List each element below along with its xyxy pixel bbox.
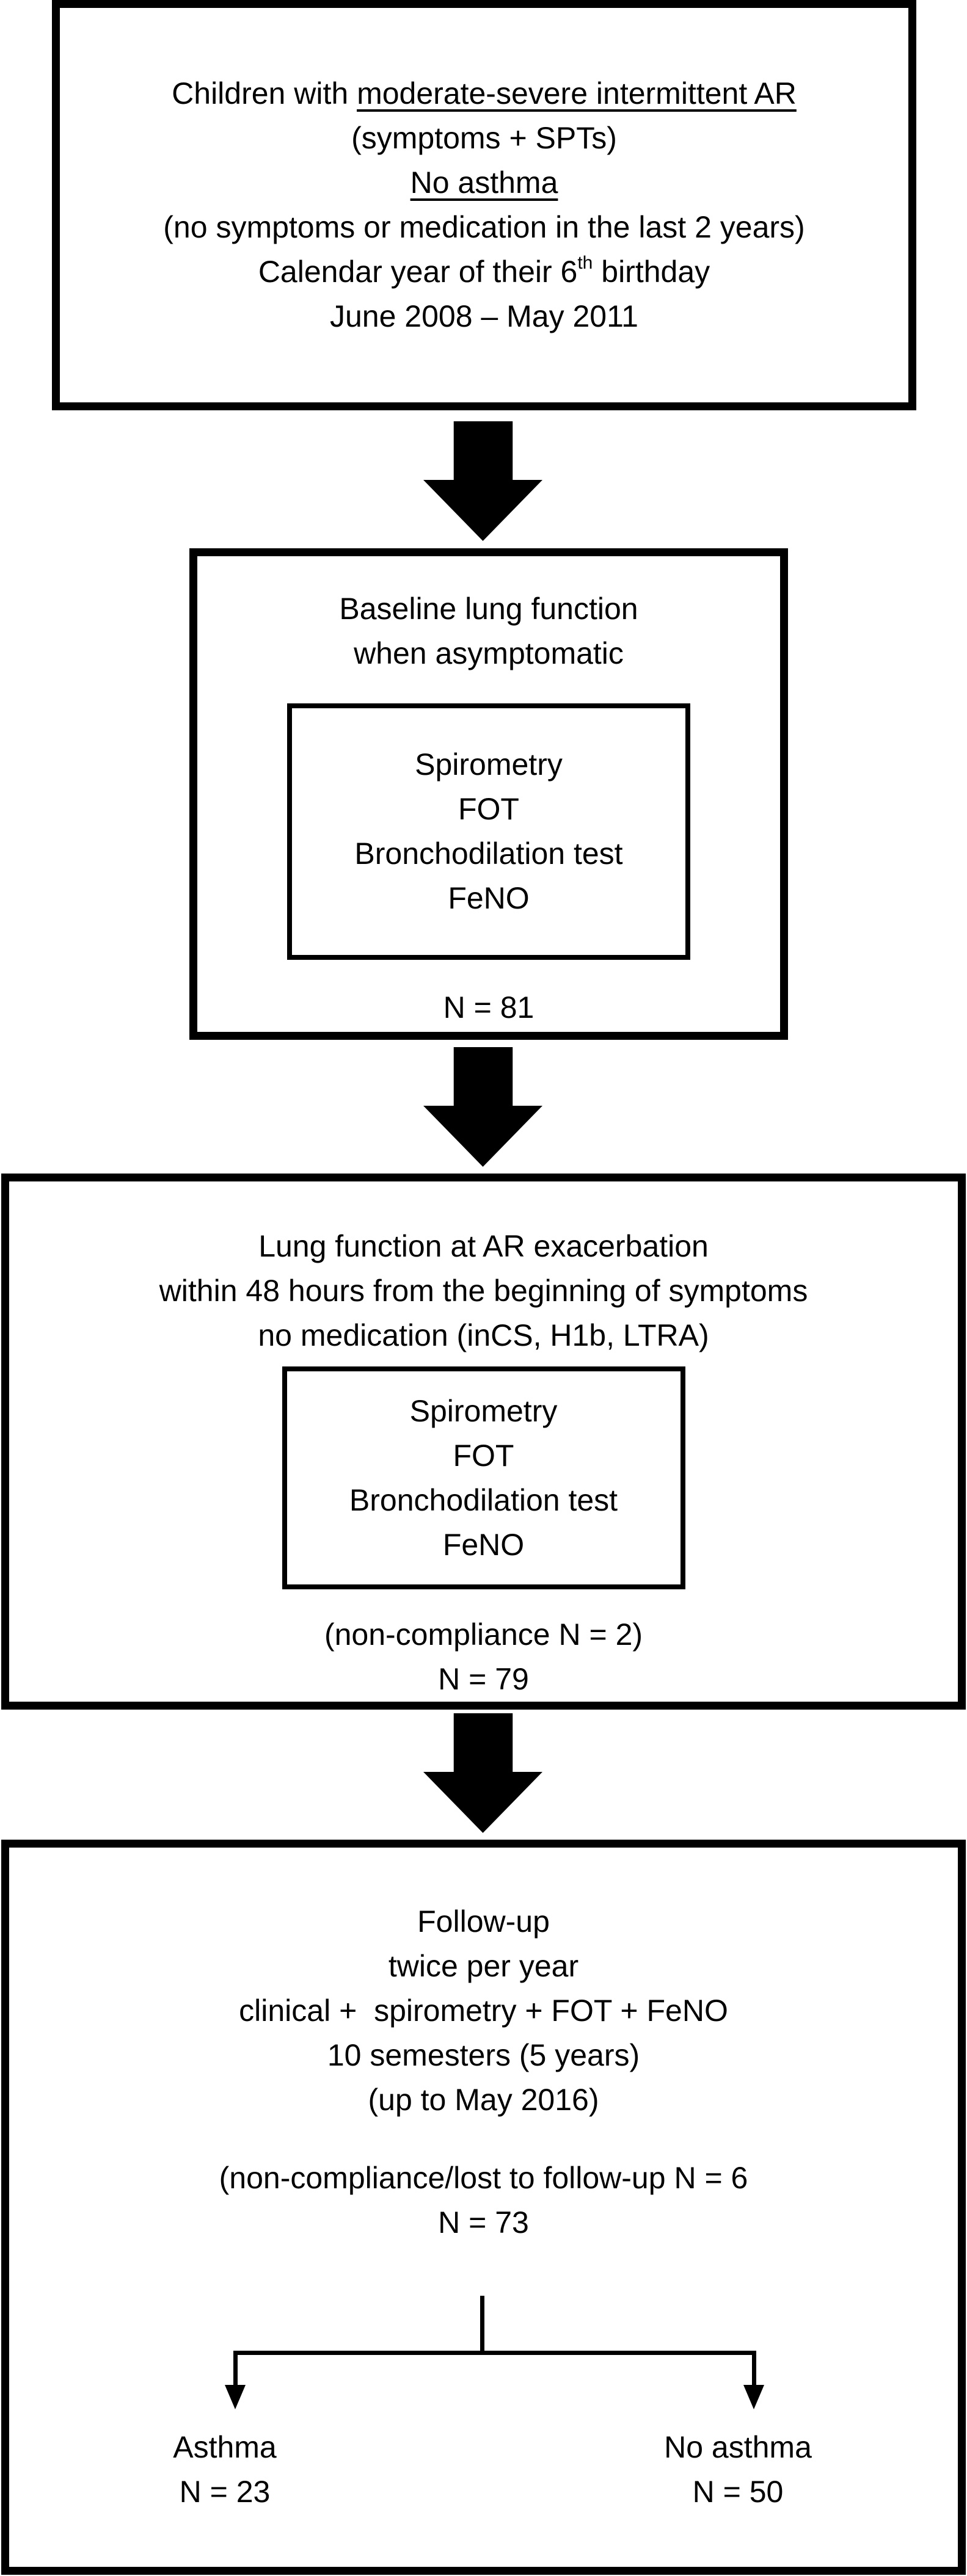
enrollment-line-3: No asthma xyxy=(410,165,558,200)
test-item: Bronchodilation test xyxy=(349,1482,618,1517)
down-block-arrow-1 xyxy=(423,421,542,541)
outcome-no-asthma-n-label: N = 50 xyxy=(692,2475,784,2509)
outcome-no-asthma: No asthma N = 50 xyxy=(610,2425,866,2514)
test-item: Bronchodilation test xyxy=(354,836,623,871)
exacerbation-tests-box: Spirometry FOT Bronchodilation test FeNO xyxy=(282,1366,685,1589)
followup-title-line-3: clinical + spirometry + FOT + FeNO xyxy=(239,1994,728,2028)
followup-title: Follow-up twice per year clinical + spir… xyxy=(239,1899,728,2122)
enrollment-line-5-prefix: Calendar year of their 6 xyxy=(258,255,578,289)
branch-right-drop-line xyxy=(752,2351,756,2386)
enrollment-line-5: Calendar year of their 6th birthday xyxy=(258,250,710,294)
branch-stem-line xyxy=(480,2296,484,2354)
exacerbation-n-block: (non-compliance N = 2) N = 79 xyxy=(324,1613,643,1702)
test-item: FeNO xyxy=(448,881,530,915)
followup-n-block: (non-compliance/lost to follow-up N = 6 … xyxy=(219,2156,748,2245)
test-item: FeNO xyxy=(442,1527,525,1562)
branch-left-drop-line xyxy=(233,2351,238,2386)
enrollment-box: Children with moderate-severe intermitte… xyxy=(52,0,916,410)
exacerbation-title: Lung function at AR exacerbation within … xyxy=(159,1224,808,1358)
outcome-asthma-label: Asthma xyxy=(173,2430,277,2464)
followup-title-line-2: twice per year xyxy=(388,1949,579,1983)
down-block-arrow-3 xyxy=(423,1713,542,1833)
outcome-asthma: Asthma N = 23 xyxy=(97,2425,353,2514)
enrollment-line-6: June 2008 – May 2011 xyxy=(329,299,638,333)
enrollment-line-5-suffix: birthday xyxy=(593,255,710,289)
enrollment-line-4: (no symptoms or medication in the last 2… xyxy=(163,210,805,244)
test-item: Spirometry xyxy=(415,747,563,782)
baseline-title: Baseline lung function when asymptomatic xyxy=(339,587,638,676)
enrollment-line-5-superscript: th xyxy=(577,253,593,273)
baseline-tests-box: Spirometry FOT Bronchodilation test FeNO xyxy=(287,703,690,960)
test-item: FOT xyxy=(458,792,519,826)
followup-n-label: N = 73 xyxy=(438,2205,529,2240)
followup-title-line-5: (up to May 2016) xyxy=(368,2083,599,2117)
branch-horizontal-line xyxy=(233,2351,756,2355)
enrollment-line-1: Children with moderate-severe intermitte… xyxy=(172,71,797,116)
outcome-no-asthma-label: No asthma xyxy=(664,2430,812,2464)
exacerbation-title-line-3: no medication (inCS, H1b, LTRA) xyxy=(258,1318,709,1352)
test-item: FOT xyxy=(453,1438,514,1473)
baseline-box: Baseline lung function when asymptomatic… xyxy=(189,548,788,1040)
exacerbation-box: Lung function at AR exacerbation within … xyxy=(1,1174,966,1710)
right-arrowhead-icon xyxy=(743,2385,764,2409)
followup-box: Follow-up twice per year clinical + spir… xyxy=(1,1840,966,2575)
test-item: Spirometry xyxy=(409,1393,558,1428)
baseline-n-label: N = 81 xyxy=(443,990,535,1025)
baseline-title-line-2: when asymptomatic xyxy=(354,636,624,670)
enrollment-line-2: (symptoms + SPTs) xyxy=(351,121,617,155)
followup-noncompliance-label: (non-compliance/lost to follow-up N = 6 xyxy=(219,2161,748,2195)
baseline-n-block: N = 81 xyxy=(443,985,535,1030)
exacerbation-n-label: N = 79 xyxy=(438,1662,529,1696)
followup-title-line-4: 10 semesters (5 years) xyxy=(327,2038,640,2072)
left-arrowhead-icon xyxy=(225,2385,246,2409)
exacerbation-title-line-2: within 48 hours from the beginning of sy… xyxy=(159,1274,808,1308)
down-block-arrow-2 xyxy=(423,1047,542,1167)
exacerbation-title-line-1: Lung function at AR exacerbation xyxy=(258,1229,709,1263)
enrollment-line-1-prefix: Children with xyxy=(172,76,357,111)
enrollment-line-1-underlined: moderate-severe intermittent AR xyxy=(357,76,797,111)
followup-title-line-1: Follow-up xyxy=(417,1904,550,1939)
exacerbation-noncompliance-label: (non-compliance N = 2) xyxy=(324,1617,643,1652)
outcome-asthma-n-label: N = 23 xyxy=(179,2475,271,2509)
baseline-title-line-1: Baseline lung function xyxy=(339,592,638,626)
